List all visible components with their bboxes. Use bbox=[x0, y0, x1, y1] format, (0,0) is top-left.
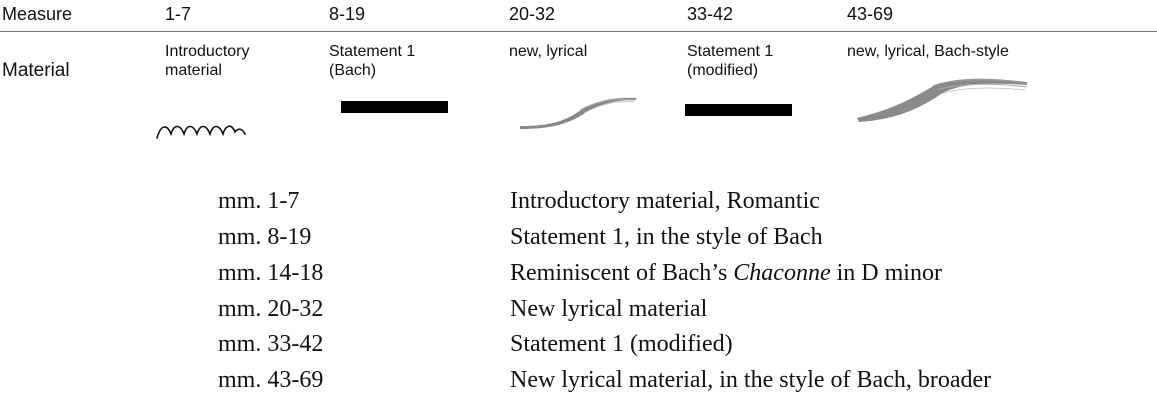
measure-header-label: Measure bbox=[2, 4, 73, 24]
segment-material-4-line-2: (modified) bbox=[687, 62, 759, 79]
table-row-3-description: Reminiscent of Bach’s Chaconne in D mino… bbox=[510, 259, 942, 287]
segment-material-1-line-1: Introductory bbox=[165, 43, 250, 60]
segment-material-1-line-2: material bbox=[165, 62, 222, 79]
segment-material-4: Statement 1 (modified) bbox=[687, 42, 773, 80]
segment-material-2-line-1: Statement 1 bbox=[329, 43, 416, 60]
segment-material-4-line-1: Statement 1 bbox=[687, 43, 774, 60]
segment-measures-5: 43-69 bbox=[847, 4, 894, 24]
segment-material-5: new, lyrical, Bach-style bbox=[847, 42, 1009, 61]
wavy-line-icon bbox=[156, 125, 246, 139]
table-row-2-measures: mm. 8-19 bbox=[218, 224, 312, 250]
segment-material-3-line-1: new, lyrical bbox=[509, 43, 588, 60]
segment-material-2-line-2: (Bach) bbox=[329, 62, 377, 79]
table-row-5-description: Statement 1 (modified) bbox=[510, 331, 733, 357]
table-row-3-description-italic: Chaconne bbox=[733, 260, 831, 286]
table-row-5-measures: mm. 33-42 bbox=[218, 331, 324, 357]
segment-measures-2: 8-19 bbox=[329, 4, 366, 24]
broad-swoosh-icon bbox=[857, 78, 1028, 122]
table-row-4-measures: mm. 20-32 bbox=[218, 296, 324, 322]
segment-measures-4: 33-42 bbox=[687, 4, 734, 24]
solid-bar-icon bbox=[341, 101, 448, 113]
segment-material-5-line-1: new, lyrical, Bach-style bbox=[847, 43, 1009, 60]
segment-measures-3: 20-32 bbox=[509, 4, 556, 24]
segment-material-2: Statement 1 (Bach) bbox=[329, 42, 415, 80]
segment-material-3: new, lyrical bbox=[509, 42, 587, 61]
table-row-1-description: Introductory material, Romantic bbox=[510, 188, 820, 214]
thin-swoosh-icon bbox=[520, 97, 636, 129]
table-row-6-measures: mm. 43-69 bbox=[218, 367, 324, 393]
table-row-6-description: New lyrical material, in the style of Ba… bbox=[510, 367, 992, 393]
segment-material-1: Introductory material bbox=[165, 42, 249, 80]
solid-bar-icon bbox=[685, 104, 792, 116]
table-row-3-description-pre: Reminiscent of Bach’s bbox=[510, 260, 734, 286]
segment-measures-1: 1-7 bbox=[165, 4, 192, 24]
header-divider bbox=[0, 31, 1157, 32]
table-row-3-description-post: in D minor bbox=[830, 260, 942, 286]
table-row-3-measures: mm. 14-18 bbox=[218, 260, 324, 286]
material-row-label: Material bbox=[2, 60, 70, 81]
table-row-4-description: New lyrical material bbox=[510, 296, 708, 322]
table-row-1-measures: mm. 1-7 bbox=[218, 188, 300, 214]
table-row-2-description: Statement 1, in the style of Bach bbox=[510, 224, 823, 250]
